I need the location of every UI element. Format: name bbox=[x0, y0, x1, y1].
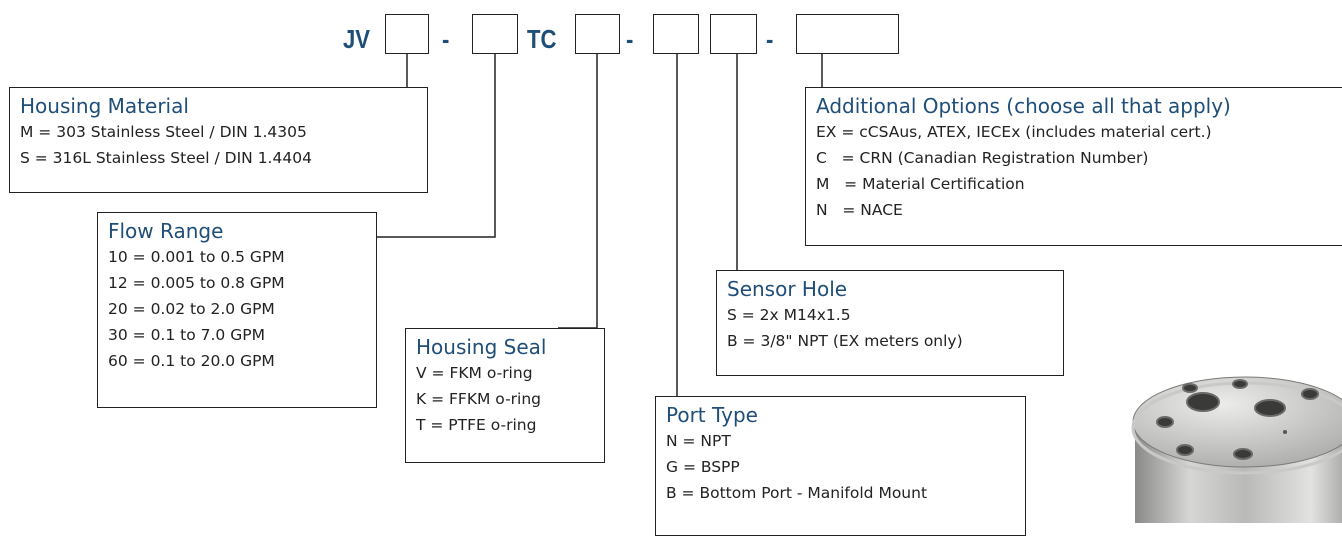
slot-housing-material bbox=[385, 14, 429, 54]
slot-flow-range bbox=[472, 14, 518, 54]
port-type-title: Port Type bbox=[666, 403, 758, 427]
option-line: 60 = 0.1 to 20.0 GPM bbox=[108, 352, 275, 370]
housing-material-box: Housing Material M = 303 Stainless Steel… bbox=[9, 87, 428, 193]
flow-range-title: Flow Range bbox=[108, 219, 224, 243]
option-line: B = Bottom Port - Manifold Mount bbox=[666, 484, 928, 502]
option-line: M = 303 Stainless Steel / DIN 1.4305 bbox=[20, 123, 307, 141]
port-type-box: Port Type N = NPT G = BSPP B = Bottom Po… bbox=[655, 396, 1026, 536]
option-line: T = PTFE o-ring bbox=[416, 416, 537, 434]
housing-material-title: Housing Material bbox=[20, 94, 189, 118]
code-separator: - bbox=[626, 24, 634, 54]
option-line: 30 = 0.1 to 7.0 GPM bbox=[108, 326, 265, 344]
slot-additional-options bbox=[796, 14, 899, 54]
slot-sensor-hole bbox=[710, 14, 757, 54]
option-line: M = Material Certification bbox=[816, 175, 1025, 193]
sensor-hole-title: Sensor Hole bbox=[727, 277, 848, 301]
code-separator: - bbox=[766, 24, 774, 54]
additional-options-box: Additional Options (choose all that appl… bbox=[805, 87, 1342, 246]
option-line: N = NACE bbox=[816, 201, 903, 219]
code-middle: TC bbox=[527, 24, 557, 54]
code-separator: - bbox=[442, 24, 450, 54]
code-prefix: JV bbox=[343, 24, 371, 54]
option-line: K = FFKM o-ring bbox=[416, 390, 542, 408]
option-line: 12 = 0.005 to 0.8 GPM bbox=[108, 274, 285, 292]
option-line: C = CRN (Canadian Registration Number) bbox=[816, 149, 1149, 167]
option-line: EX = cCSAus, ATEX, IECEx (includes mater… bbox=[816, 123, 1212, 141]
option-line: B = 3/8" NPT (EX meters only) bbox=[727, 332, 963, 350]
housing-seal-title: Housing Seal bbox=[416, 335, 547, 359]
option-line: S = 316L Stainless Steel / DIN 1.4404 bbox=[20, 149, 312, 167]
option-line: 20 = 0.02 to 2.0 GPM bbox=[108, 300, 275, 318]
housing-seal-box: Housing Seal V = FKM o-ring K = FFKM o-r… bbox=[405, 328, 605, 463]
slot-port-type bbox=[653, 14, 699, 54]
option-line: N = NPT bbox=[666, 432, 731, 450]
slot-housing-seal bbox=[575, 14, 620, 54]
connector-flow-range bbox=[377, 54, 496, 238]
connector-housing-seal bbox=[558, 54, 598, 329]
option-line: 10 = 0.001 to 0.5 GPM bbox=[108, 248, 285, 266]
additional-options-title: Additional Options (choose all that appl… bbox=[816, 94, 1231, 118]
option-line: V = FKM o-ring bbox=[416, 364, 533, 382]
sensor-hole-box: Sensor Hole S = 2x M14x1.5 B = 3/8" NPT … bbox=[716, 270, 1064, 376]
option-line: G = BSPP bbox=[666, 458, 740, 476]
flow-range-box: Flow Range 10 = 0.001 to 0.5 GPM 12 = 0.… bbox=[97, 212, 377, 408]
flow-meter-housing-image bbox=[1131, 376, 1342, 523]
option-line: S = 2x M14x1.5 bbox=[727, 306, 851, 324]
